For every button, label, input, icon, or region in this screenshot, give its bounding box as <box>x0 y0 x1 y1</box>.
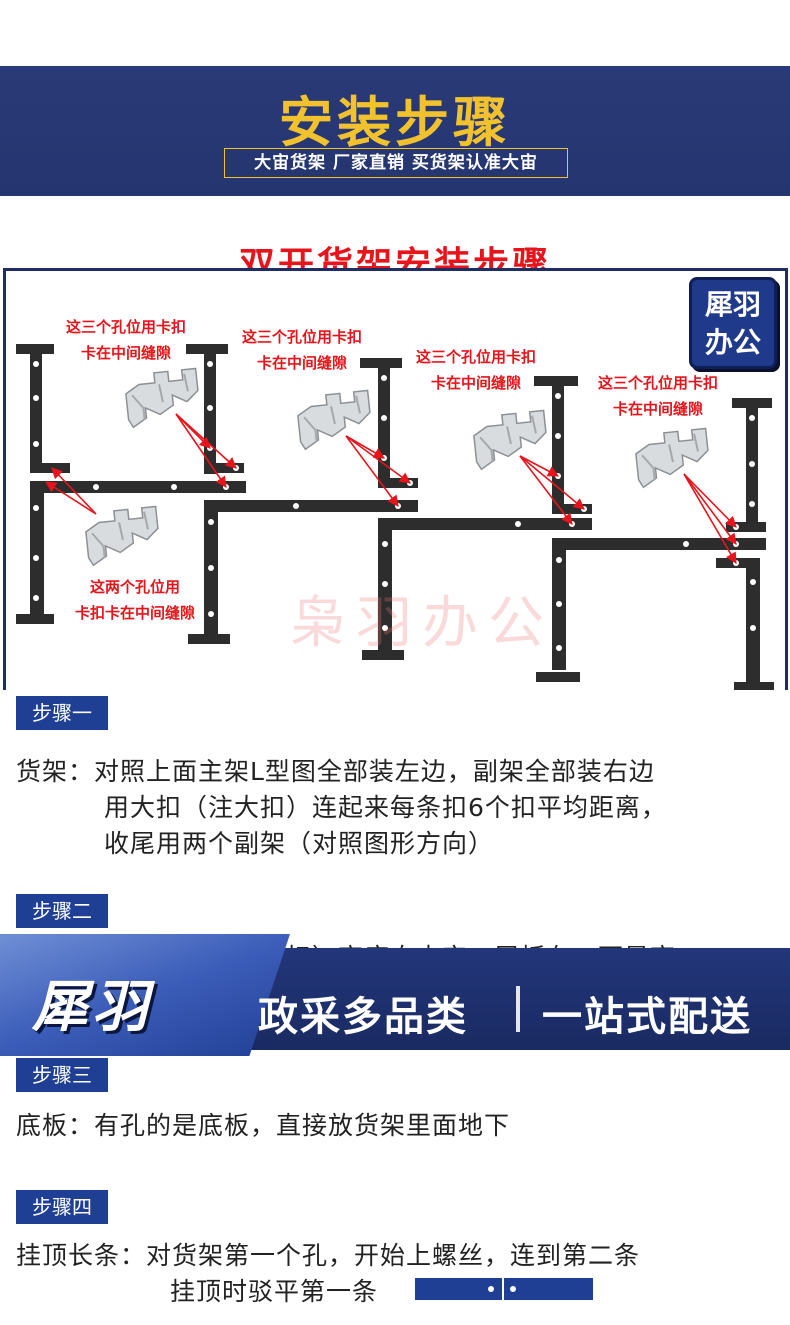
promo-banner: 犀羽 政采多品类 一站式配送 <box>0 932 790 1056</box>
hanging-strip-holes <box>488 1278 516 1300</box>
note-section-2: 这三个孔位用卡扣 卡在中间缝隙 <box>230 324 374 376</box>
note-line: 卡在中间缝隙 <box>80 344 171 362</box>
note-line: 卡在中间缝隙 <box>256 354 347 372</box>
note-line: 这三个孔位用卡扣 <box>597 374 718 392</box>
rail-holes <box>33 361 756 651</box>
note-line: 卡在中间缝隙 <box>612 400 703 418</box>
step-4-line-2: 挂顶时驳平第一条 <box>170 1277 379 1306</box>
banner-logo-panel <box>0 934 290 1056</box>
pointer-arrows <box>45 413 737 564</box>
step-1-line-3: 收尾用两个副架（对照图形方向） <box>104 829 495 858</box>
step-1-line-2: 用大扣（注大扣）连起来每条扣6个扣平均距离， <box>104 793 667 822</box>
note-line: 这三个孔位用卡扣 <box>241 328 362 346</box>
brand-badge: 犀羽 办公 <box>689 277 777 369</box>
hanging-strip-illustration <box>415 1278 593 1300</box>
banner-slogan-right: 一站式配送 <box>542 994 752 1040</box>
watermark: 枭羽办公 <box>290 591 554 656</box>
step-1-label: 步骤一 <box>16 696 108 730</box>
step-1-line-1: 货架：对照上面主架L型图全部装左边，副架全部装右边 <box>16 757 655 786</box>
banner-slogan-left: 政采多品类 <box>258 994 468 1040</box>
note-section-4: 这三个孔位用卡扣 卡在中间缝隙 <box>586 370 730 422</box>
brand-badge-line1: 犀羽 <box>704 288 761 321</box>
step-3-line-1: 底板：有孔的是底板，直接放货架里面地下 <box>16 1111 511 1140</box>
note-line: 这两个孔位用 <box>89 578 180 596</box>
header-subtitle: 大宙货架 厂家直销 买货架认准大宙 <box>224 148 568 178</box>
note-section-1: 这三个孔位用卡扣 卡在中间缝隙 <box>54 314 198 366</box>
step-4-line-1: 挂顶长条：对货架第一个孔，开始上螺丝，连到第二条 <box>16 1241 641 1270</box>
note-line: 这三个孔位用卡扣 <box>65 318 186 336</box>
step-2-label: 步骤二 <box>16 894 108 928</box>
page-title: 安装步骤 <box>279 91 511 154</box>
shelf-assembly-diagram <box>16 344 774 690</box>
brand-badge-line2: 办公 <box>704 326 761 359</box>
header-band <box>0 66 790 196</box>
banner-separator <box>516 986 520 1032</box>
step-3-label: 步骤三 <box>16 1058 108 1092</box>
banner-logo: 犀羽 <box>32 975 152 1040</box>
note-line: 卡在中间缝隙 <box>430 374 521 392</box>
note-section-1-lower: 这两个孔位用 卡扣卡在中间缝隙 <box>60 574 210 626</box>
note-line: 卡扣卡在中间缝隙 <box>74 604 195 622</box>
note-line: 这三个孔位用卡扣 <box>415 348 536 366</box>
note-section-3: 这三个孔位用卡扣 卡在中间缝隙 <box>404 344 548 396</box>
step-4-label: 步骤四 <box>16 1190 108 1224</box>
